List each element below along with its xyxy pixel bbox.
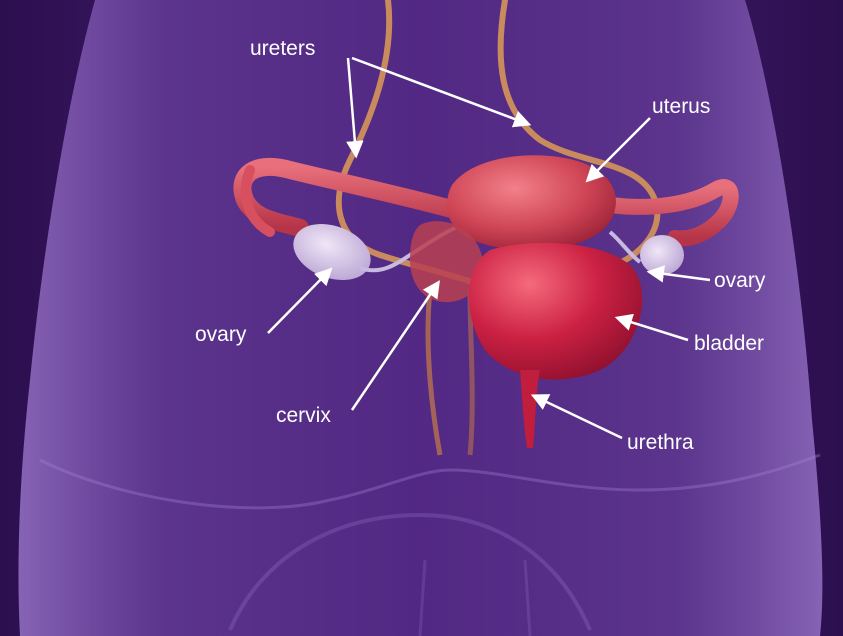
label-ureters: ureters xyxy=(250,37,315,60)
ovary-right xyxy=(640,235,684,275)
label-urethra: urethra xyxy=(627,431,694,454)
label-cervix: cervix xyxy=(276,404,331,427)
label-uterus: uterus xyxy=(652,95,710,118)
label-bladder: bladder xyxy=(694,332,764,355)
label-ovary-left: ovary xyxy=(195,323,247,346)
uterus xyxy=(447,155,616,250)
label-ovary-right: ovary xyxy=(714,269,766,292)
